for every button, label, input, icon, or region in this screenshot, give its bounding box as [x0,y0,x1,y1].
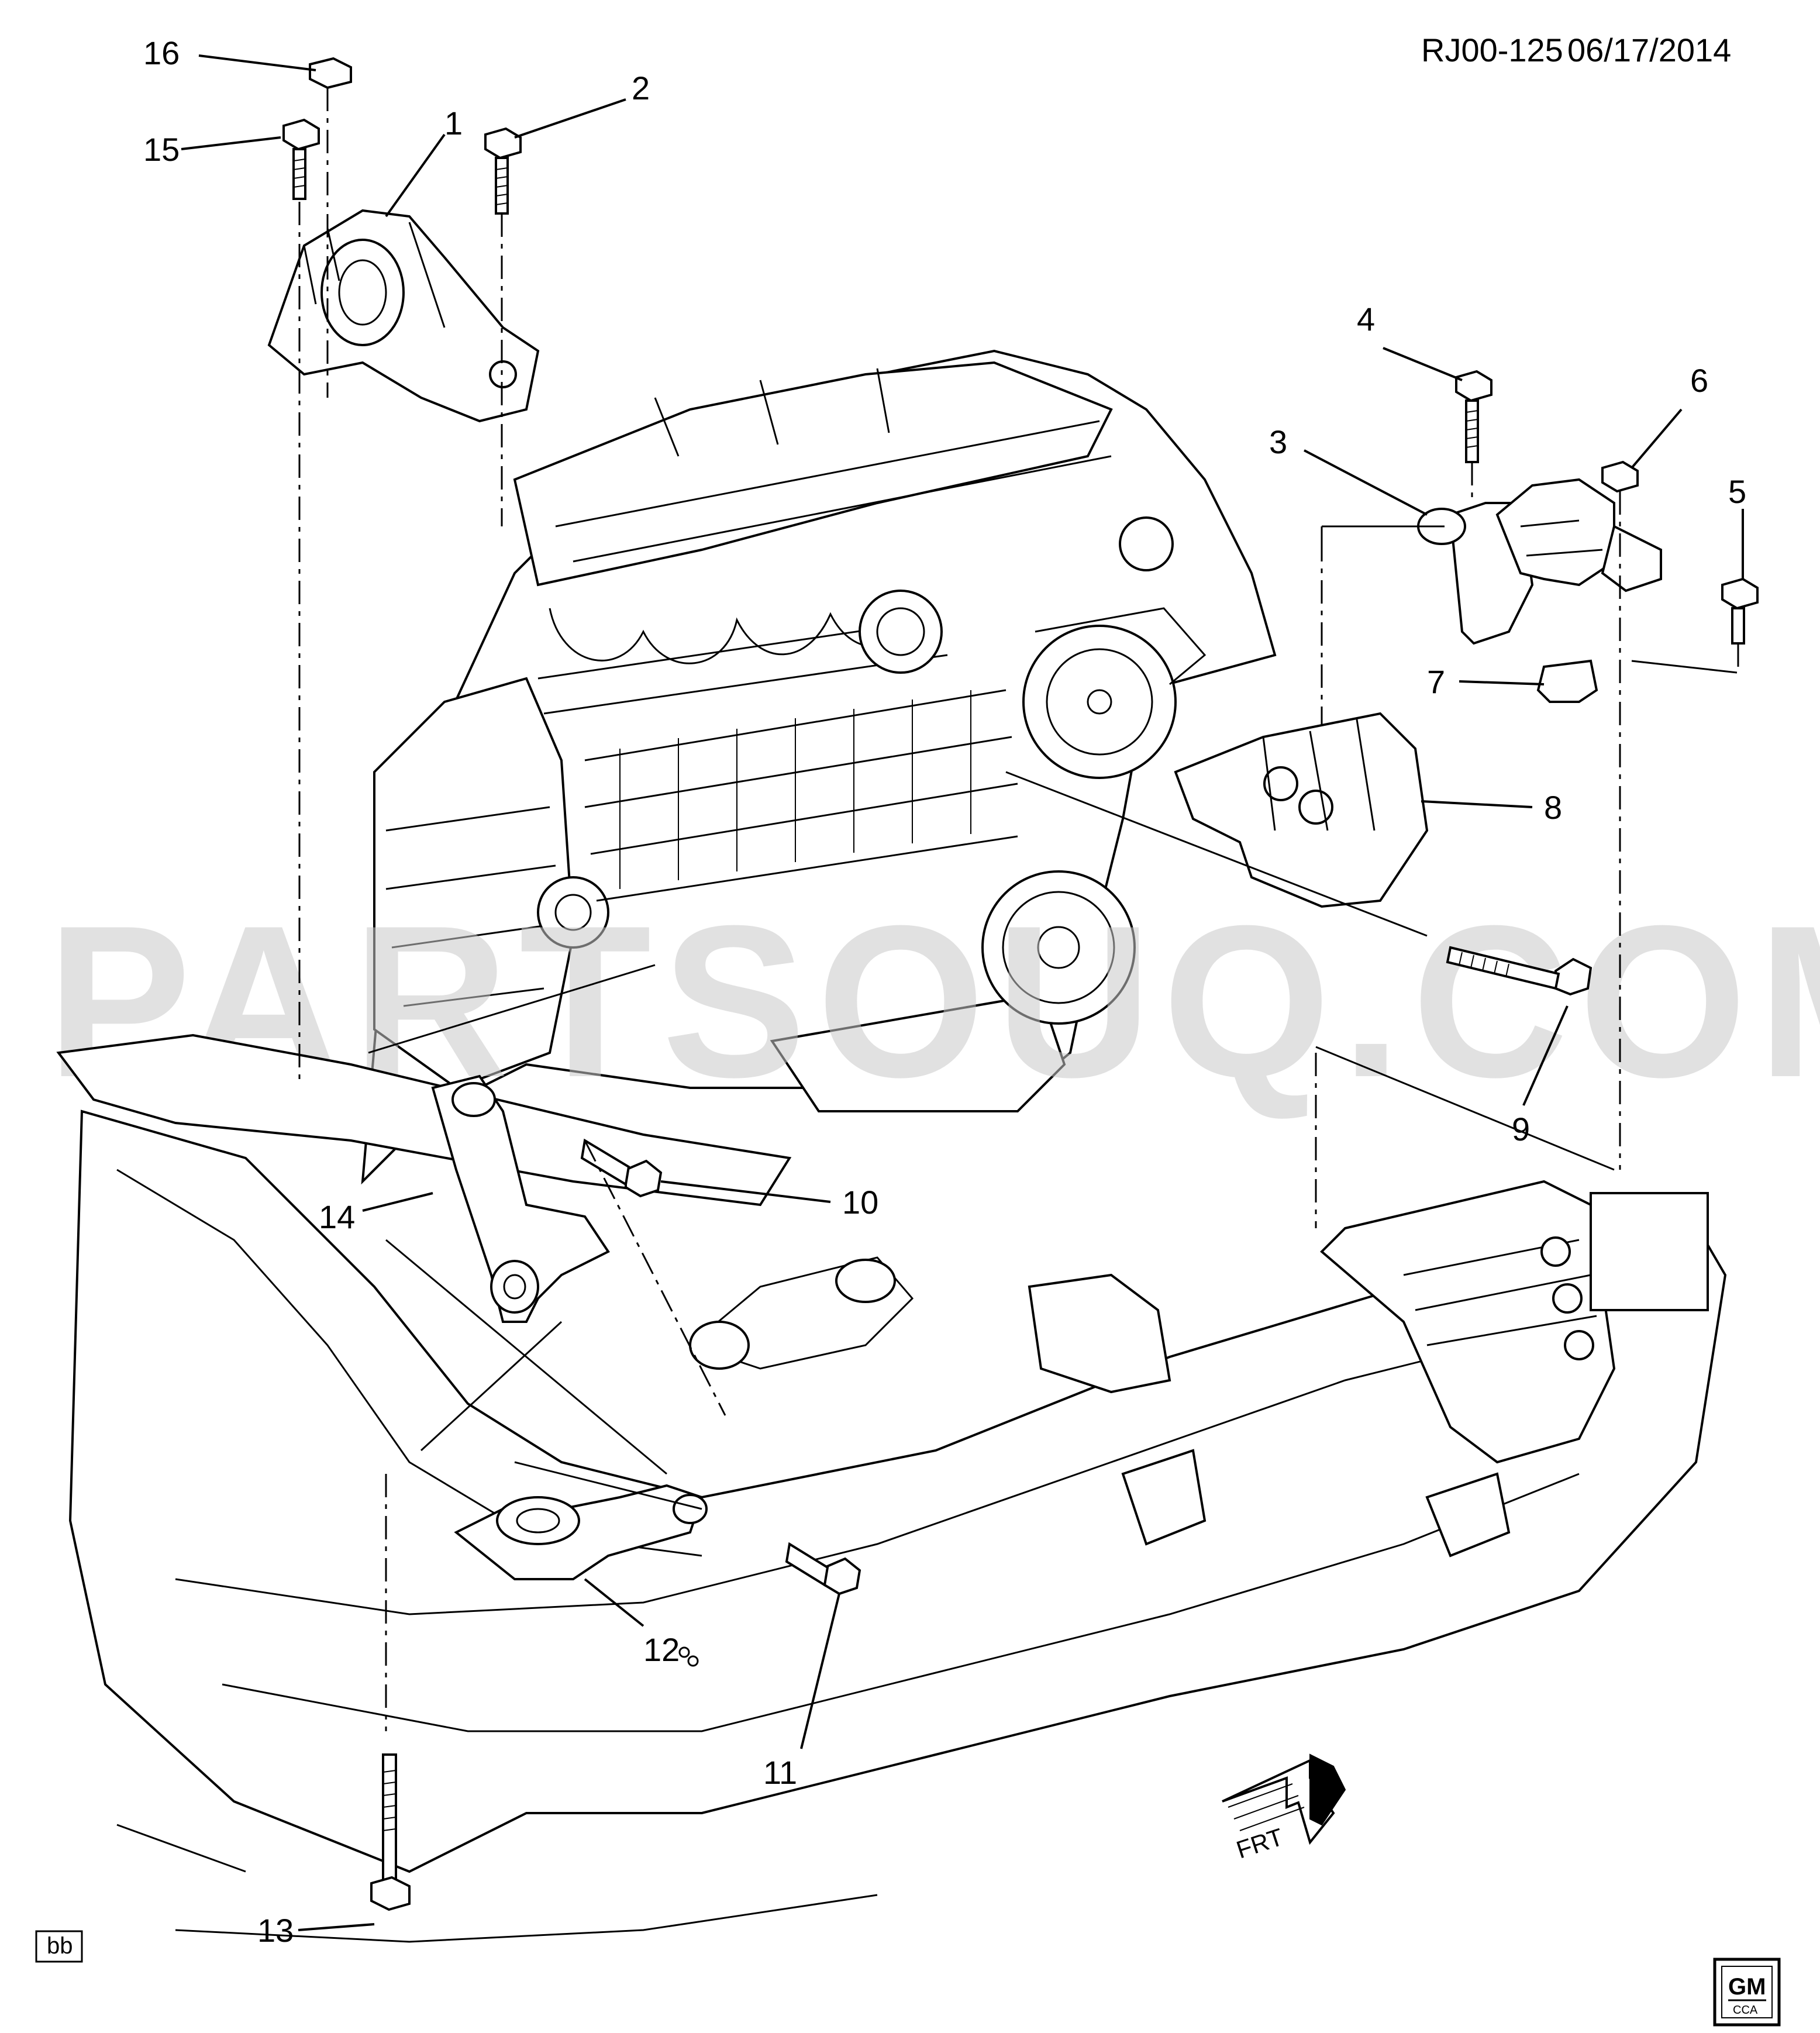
part-11-bolt [785,1542,861,1596]
assembly-lines [368,525,1738,1510]
part-12-mount [454,1484,708,1580]
diagram-date: 06/17/2014 [1567,32,1731,68]
callout-labels: 16 15 2 1 4 6 3 5 7 8 9 10 14 12 11 13 [143,35,1746,1949]
gm-logo-text: GM [1728,1974,1766,2000]
part-14-strut [431,1074,610,1323]
callout-12: 12 [643,1631,680,1668]
part-13-bolt [370,1753,411,1911]
front-direction-label: FRT [1233,1823,1286,1864]
part-16-nut [309,57,352,89]
callout-6: 6 [1690,362,1708,399]
front-direction-indicator: FRT [1222,1753,1346,1864]
callout-9: 9 [1512,1111,1530,1148]
part-8-bracket [1174,712,1429,908]
diagram-id: RJ00-125 [1421,32,1563,68]
assembly-centerlines [298,88,1739,1731]
callout-1: 1 [444,105,463,142]
upper-pulley [1022,625,1177,779]
callout-10: 10 [842,1184,878,1221]
callout-13: 13 [257,1912,294,1949]
part-3-mount [1417,478,1662,645]
diagram-code-box: bb [35,1930,83,1963]
leader-lines [181,54,1744,1931]
part-4-bolt [1455,370,1492,463]
crank-pulley [981,870,1136,1025]
callout-2: 2 [632,70,650,106]
part-15-bolt [282,118,320,200]
gm-logo: GM CCA [1713,1958,1781,2027]
part-2-bolt [484,127,522,215]
callout-5: 5 [1728,473,1746,510]
part-6-nut [1601,460,1639,493]
callout-7: 7 [1427,663,1445,700]
callout-15: 15 [143,131,180,168]
callout-3: 3 [1269,423,1287,460]
part-9-bolt [1446,946,1592,996]
callout-14: 14 [319,1198,355,1235]
callout-16: 16 [143,35,180,71]
throttle-body [859,590,943,674]
callout-11: 11 [763,1754,797,1791]
part-1-mount [267,209,540,423]
diagram-code-label: bb [47,1933,73,1959]
callout-4: 4 [1357,301,1375,337]
engine-assembly [361,349,1277,1185]
part-7-clip [1536,659,1598,703]
gm-logo-subtext: CCA [1733,2004,1758,2017]
part-10-bolt [580,1138,663,1198]
callout-8: 8 [1544,789,1562,826]
part-5-bolt [1721,577,1759,645]
engine-cradle [56,1033,1727,1943]
